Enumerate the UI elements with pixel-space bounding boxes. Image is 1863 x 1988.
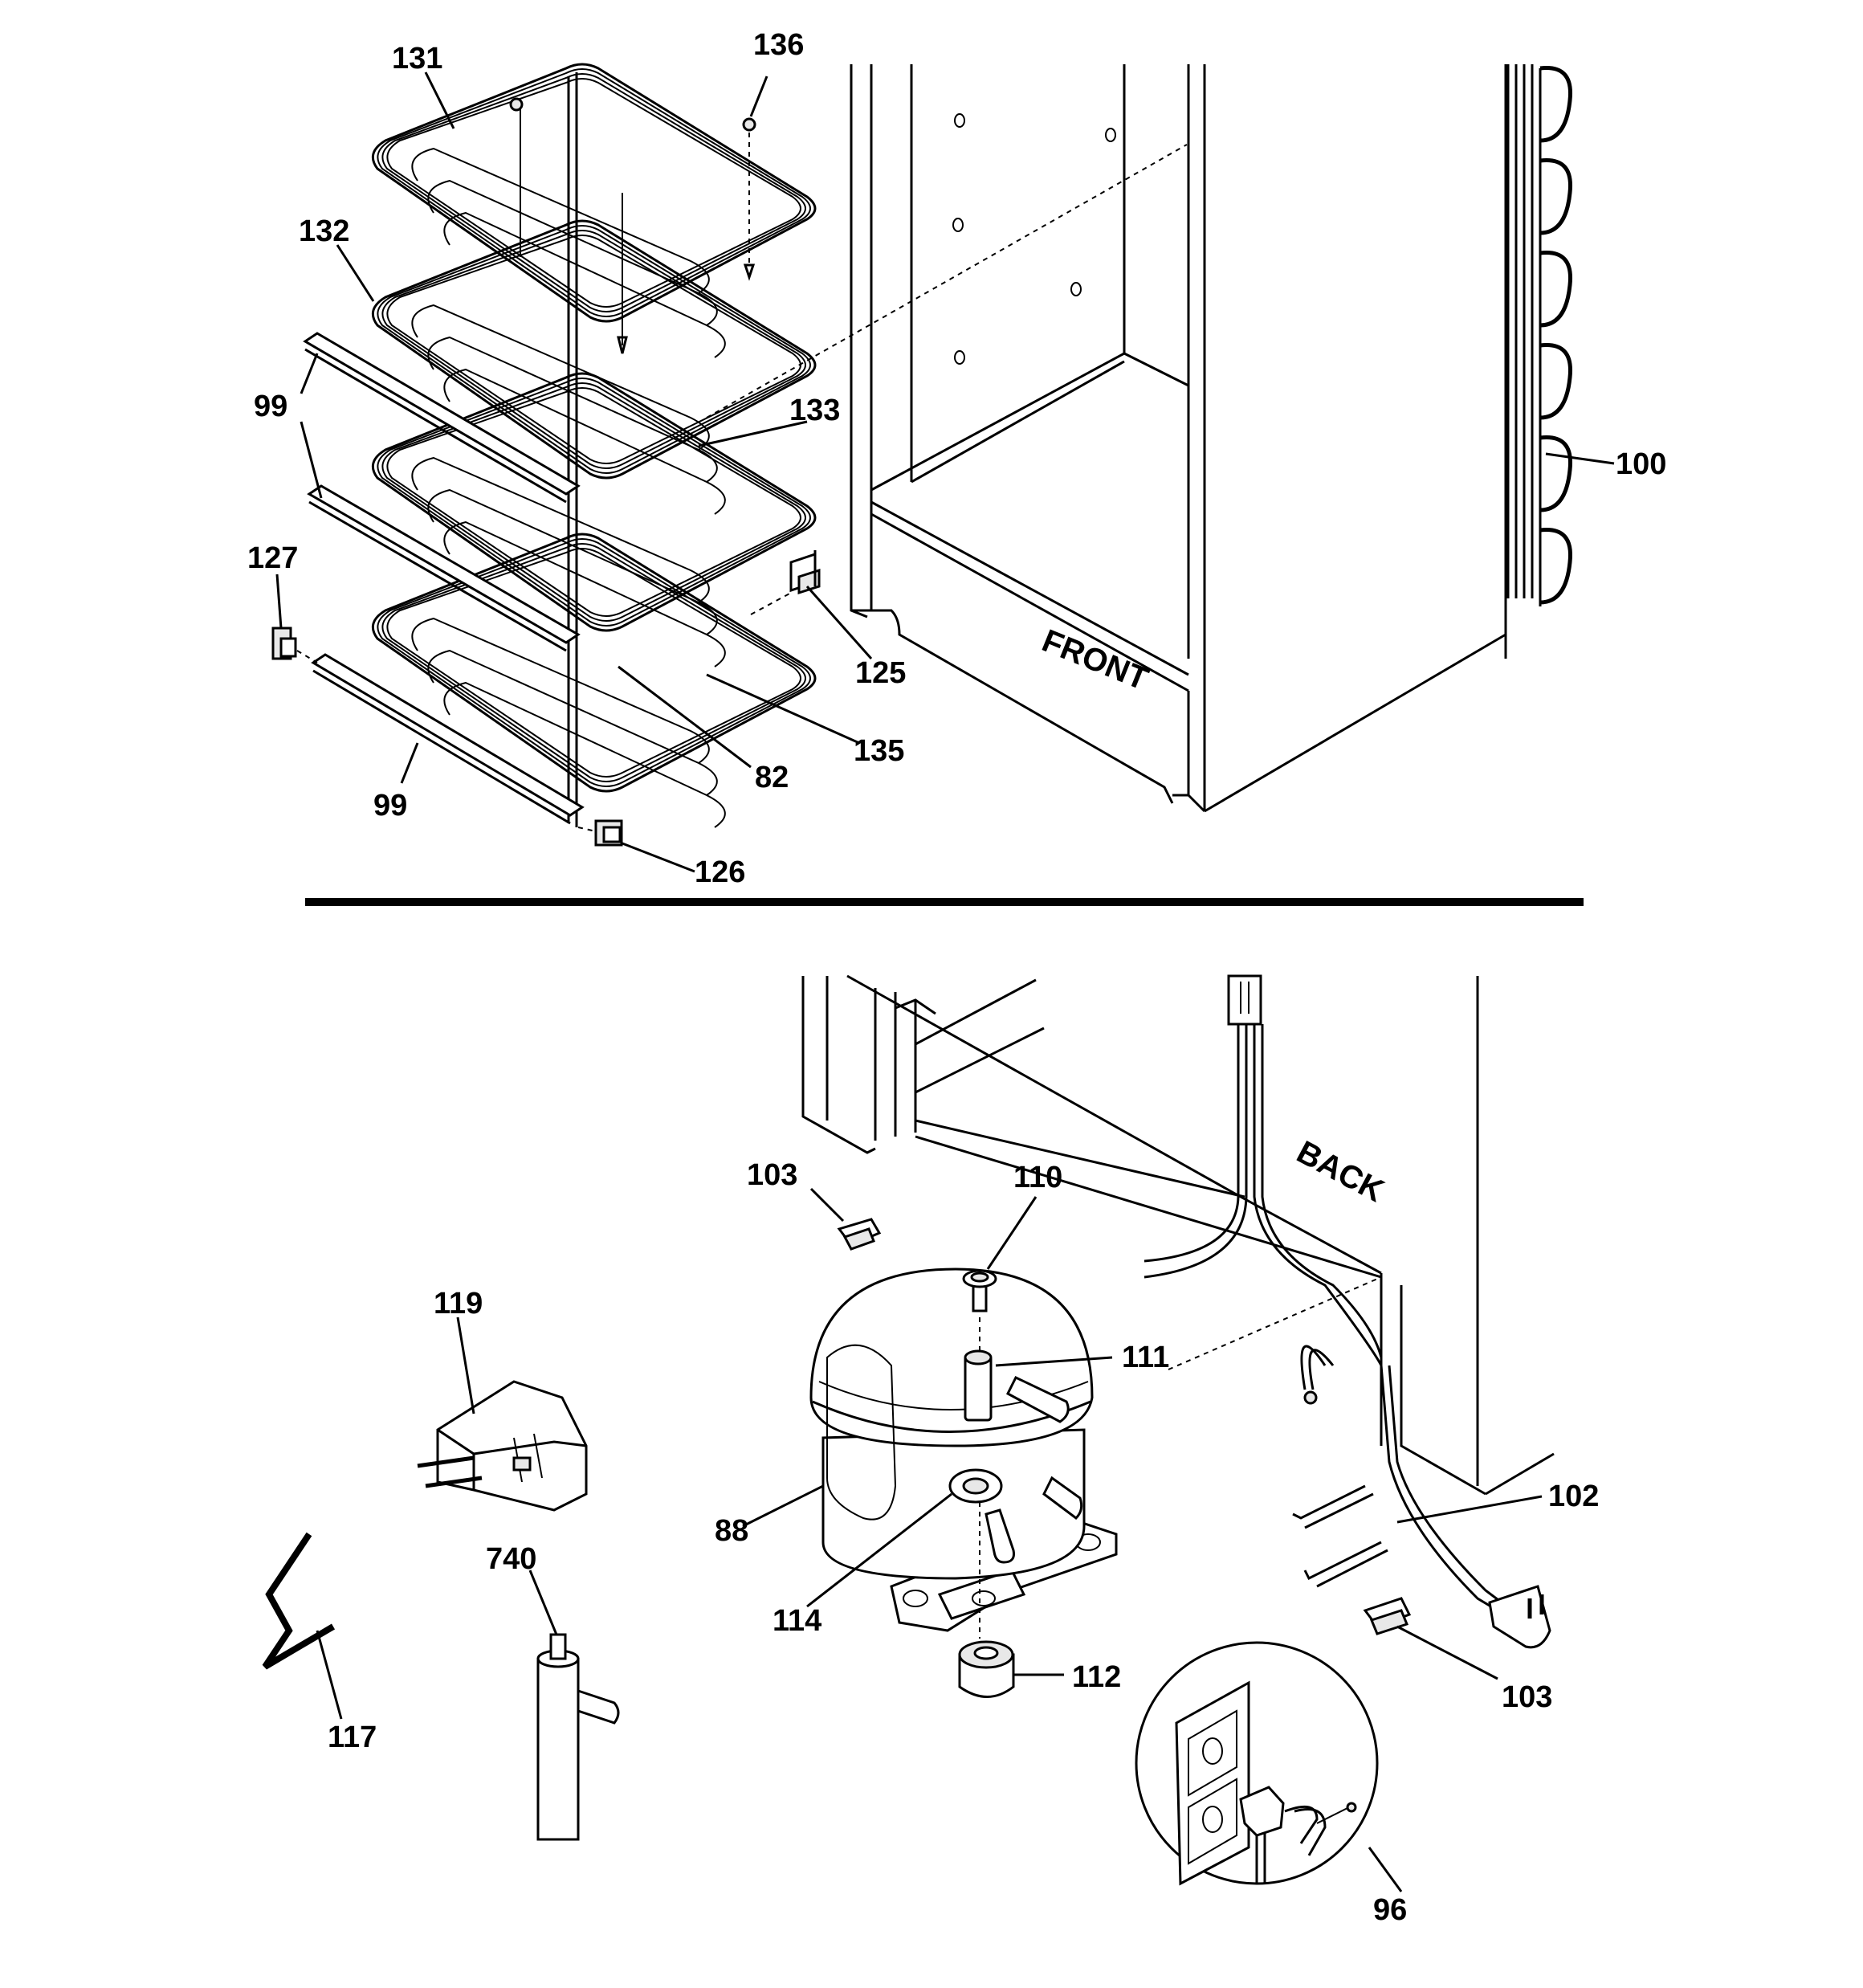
- evaporator-shelf-4: [371, 533, 817, 828]
- label-127: 127: [247, 541, 298, 575]
- leader-lines-bottom: [316, 1187, 1543, 1720]
- back-text: BACK: [1291, 1134, 1390, 1209]
- label-102: 102: [1548, 1480, 1599, 1513]
- shelf-rail-middle: [307, 484, 581, 652]
- label-136: 136: [753, 28, 804, 62]
- label-100: 100: [1616, 447, 1666, 481]
- shelf-clip-127: [271, 627, 318, 663]
- shelf-clip-126: [577, 819, 623, 847]
- label-112: 112: [1072, 1660, 1121, 1694]
- condenser-coil: [1506, 64, 1573, 606]
- wire-117: [262, 1532, 336, 1670]
- condenser-loop: [1539, 158, 1573, 235]
- label-119: 119: [434, 1287, 483, 1321]
- relay-119: [417, 1380, 588, 1512]
- label-133: 133: [789, 394, 840, 427]
- power-cord: [1143, 974, 1551, 1649]
- label-117: 117: [328, 1721, 377, 1754]
- label-125: 125: [855, 656, 906, 690]
- shelf-rods: [520, 72, 623, 827]
- grommet-112: [958, 1640, 1015, 1698]
- leader-lines-top: [275, 71, 1615, 873]
- label-103-lower: 103: [1502, 1680, 1552, 1714]
- label-103-upper: 103: [747, 1158, 797, 1192]
- clip-103-lower: [1363, 1597, 1412, 1635]
- label-99-bottom: 99: [373, 789, 407, 823]
- screw-left: [509, 97, 628, 354]
- cabinet-back-corner: [801, 974, 1555, 1496]
- freezer-cabinet: [706, 64, 1507, 813]
- shelf-clip-125: [789, 550, 821, 595]
- drier-740: [536, 1633, 620, 1841]
- condenser-loop: [1539, 528, 1573, 605]
- label-82: 82: [755, 761, 789, 794]
- section-divider: [305, 898, 1584, 906]
- compressor: [809, 1268, 1118, 1639]
- clip-103-upper: [837, 1218, 882, 1251]
- condenser-loop: [1539, 343, 1573, 420]
- evaporator-shelf-2: [371, 219, 817, 515]
- label-96: 96: [1373, 1893, 1407, 1927]
- shelf-rail-upper: [303, 332, 581, 504]
- screw-136: [742, 117, 756, 281]
- front-text: FRONT: [1037, 623, 1153, 697]
- label-110: 110: [1013, 1161, 1062, 1194]
- shelf-rail-lower: [311, 653, 585, 825]
- condenser-loop: [1539, 435, 1573, 512]
- label-135: 135: [854, 734, 904, 768]
- label-99-top: 99: [254, 390, 287, 423]
- label-111: 111: [1122, 1341, 1169, 1374]
- label-88: 88: [715, 1514, 748, 1548]
- label-740: 740: [486, 1542, 536, 1576]
- condenser-loop: [1539, 251, 1573, 328]
- label-132: 132: [299, 214, 349, 248]
- outlet-inset: [1135, 1641, 1403, 1892]
- condenser-loop: [1539, 66, 1573, 143]
- label-126: 126: [695, 855, 745, 889]
- label-114: 114: [773, 1604, 821, 1638]
- evaporator-shelf-3: [371, 372, 817, 667]
- label-131: 131: [392, 42, 442, 76]
- part-labels: 131 136 132 99 133 100 127 125 135 82 99…: [247, 28, 1666, 1927]
- evaporator-shelves: [371, 63, 817, 828]
